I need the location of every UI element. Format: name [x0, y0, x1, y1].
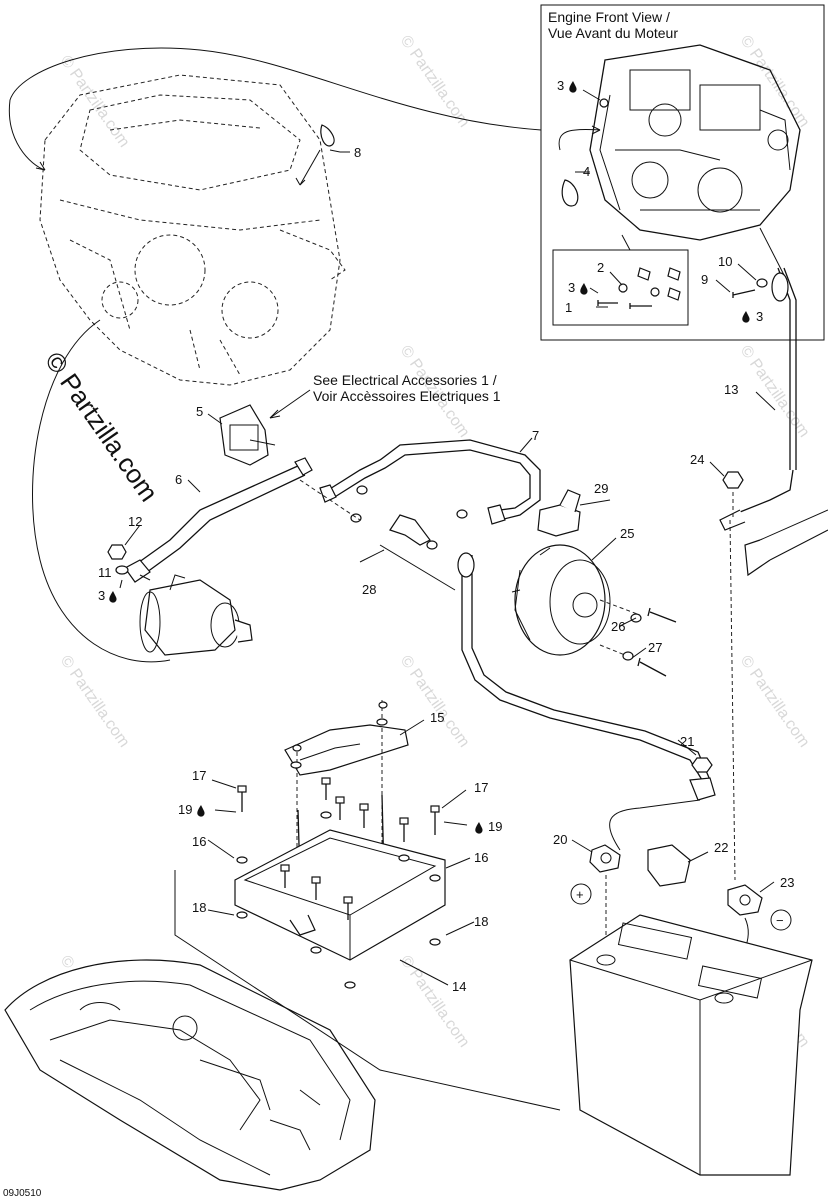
terminal-boot-28 [389, 514, 431, 546]
engine-front-view-title: Engine Front View / [548, 9, 670, 25]
battery-plus: + [576, 887, 584, 902]
callout-29: 29 [594, 481, 608, 496]
battery-terminal-20 [589, 844, 621, 873]
callout-25: 25 [620, 526, 634, 541]
engine-front-view-subtitle: Vue Avant du Moteur [548, 25, 678, 41]
callout-18: 18 [474, 914, 488, 929]
nut-12 [107, 544, 127, 560]
bracket-15 [284, 724, 409, 776]
wire-clip-8 [320, 124, 335, 147]
callout-9: 9 [701, 272, 708, 287]
callout-6: 6 [175, 472, 182, 487]
callout-2: 2 [597, 260, 604, 275]
cable-7 [324, 439, 541, 521]
fluid-drop-icon [109, 591, 117, 603]
battery-positive-symbol [570, 883, 592, 905]
terminal-cap-22 [647, 844, 691, 887]
watermark: © Partzilla.com [737, 653, 813, 751]
wire-clip-4 [561, 179, 579, 207]
callout-3: 3 [756, 309, 763, 324]
callout-21: 21 [680, 734, 694, 749]
engine-front-view-frame [540, 4, 825, 341]
callout-1: 1 [565, 300, 572, 315]
cable-6 [134, 464, 301, 566]
callout-4: 4 [583, 164, 590, 179]
watermark: © Partzilla.com [57, 53, 133, 151]
callout-22: 22 [714, 840, 728, 855]
watermark: © Partzilla.com [737, 343, 813, 441]
watermark: © Partzilla.com [397, 33, 473, 131]
callout-24: 24 [690, 452, 704, 467]
callout-26: 26 [611, 619, 625, 634]
screw-27 [647, 607, 677, 623]
battery-terminal-23 [727, 884, 763, 916]
battery-tray-14 [234, 829, 446, 961]
callout-3: 3 [568, 280, 575, 295]
fluid-drop-icon [742, 311, 750, 323]
starter-motor-icon [139, 574, 253, 656]
hardware-inset-frame [552, 249, 689, 326]
callout-3: 3 [557, 78, 564, 93]
callout-10: 10 [718, 254, 732, 269]
callout-23: 23 [780, 875, 794, 890]
fluid-drop-icon [569, 81, 577, 93]
callout-11: 11 [98, 565, 112, 580]
terminal-block-5 [219, 404, 276, 466]
washer-10 [756, 278, 768, 288]
positive-cable [461, 555, 703, 781]
battery-icon [569, 914, 813, 1176]
callout-8: 8 [354, 145, 361, 160]
washer-11 [115, 565, 129, 575]
callout-16: 16 [474, 850, 488, 865]
callout-17: 17 [474, 780, 488, 795]
callout-17: 17 [192, 768, 206, 783]
bolt-9 [732, 289, 756, 298]
electrical-accessories-ref-fr: Voir Accèssoires Electriques 1 [313, 388, 501, 404]
callout-14: 14 [452, 979, 466, 994]
callout-19: 19 [178, 802, 192, 817]
electrical-accessories-ref: See Electrical Accessories 1 / [313, 372, 497, 388]
nut-21 [691, 757, 713, 773]
battery-negative-symbol [770, 909, 792, 931]
callout-5: 5 [196, 404, 203, 419]
callout-28: 28 [362, 582, 376, 597]
solenoid-25 [511, 544, 611, 656]
diagram-code: 09J0510 [3, 1188, 42, 1199]
callout-3: 3 [98, 588, 105, 603]
fluid-drop-icon [475, 822, 483, 834]
callout-13: 13 [724, 382, 738, 397]
battery-minus: − [776, 913, 784, 928]
watermark: © Partzilla.com [57, 653, 133, 751]
engine-icon [39, 74, 346, 386]
callout-19: 19 [488, 819, 502, 834]
callout-7: 7 [532, 428, 539, 443]
callout-20: 20 [553, 832, 567, 847]
view-arrow [8, 47, 542, 171]
boat-icon [4, 959, 376, 1191]
watermark: © Partzilla.com [397, 653, 473, 751]
callout-18: 18 [192, 900, 206, 915]
watermark: © Partzilla.com [397, 953, 473, 1051]
callout-16: 16 [192, 834, 206, 849]
brand-watermark: © Partzilla.com [39, 346, 164, 507]
callout-27: 27 [648, 640, 662, 655]
nut-24 [722, 471, 744, 489]
engine-icon [589, 44, 801, 241]
callout-12: 12 [128, 514, 142, 529]
fluid-drop-icon [197, 805, 205, 817]
fluid-drop-icon [580, 283, 588, 295]
callout-15: 15 [430, 710, 444, 725]
